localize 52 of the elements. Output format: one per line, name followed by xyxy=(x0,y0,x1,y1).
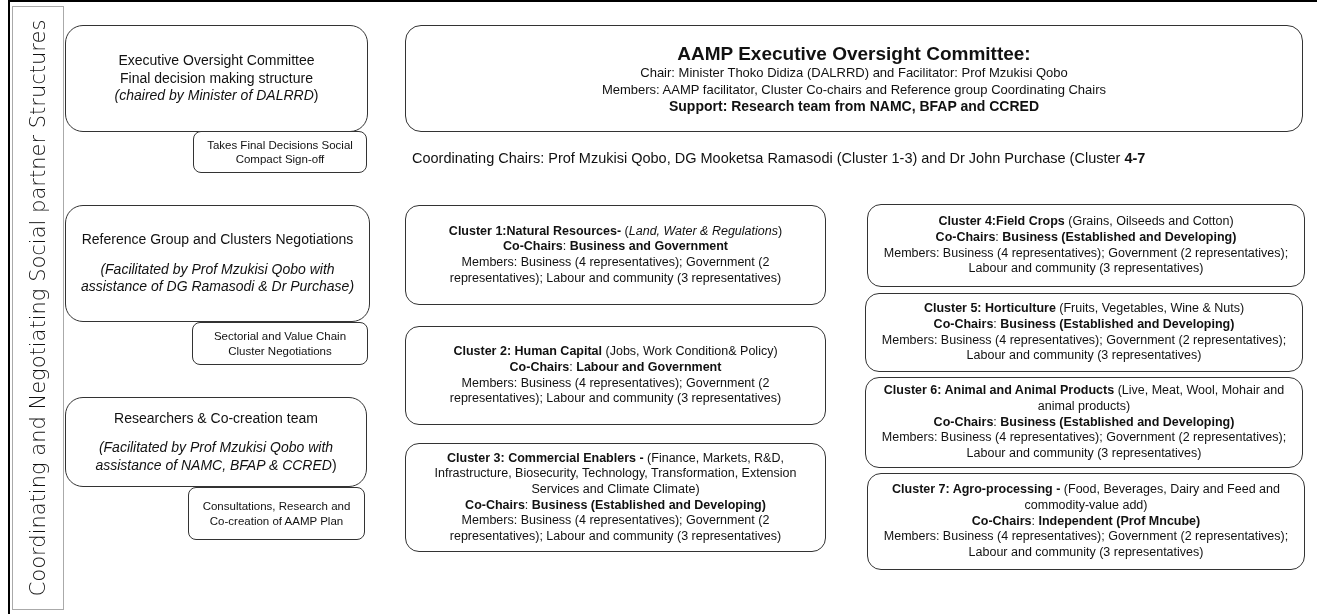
members-text: Members: Business (4 representatives); Government (2 representatives); Labour and community (3 representatives) xyxy=(882,245,1290,277)
cluster-heading: Cluster 3: Commercial Enablers - (Finance, Markets, R&D, Infrastructure, Biosecurity, Technology, Transformation, Extension Services and Climate Climate) xyxy=(433,450,798,498)
box-text: Final decision making structure xyxy=(120,69,313,88)
cluster-heading: Cluster 5: Horticulture (Fruits, Vegetables, Wine & Nuts) xyxy=(923,301,1245,317)
box-text: Members: AAMP facilitator, Cluster Co-chairs and Reference group Coordinating Chairs xyxy=(601,81,1107,98)
box-text: Executive Oversight Committee xyxy=(118,52,315,70)
band-title: Coordinating and Negotiating Social partner Structures xyxy=(26,19,50,597)
committee-title: AAMP Executive Oversight Committee: xyxy=(677,41,1031,66)
co-chairs-text: Co-Chairs: Business (Established and Developing) xyxy=(465,497,766,514)
co-chairs-text: Co-Chairs: Business and Government xyxy=(502,239,729,255)
committee-box xyxy=(405,25,1303,132)
members-text: Members: Business (4 representatives); Government (2 representatives); Labour and community (3 representatives) xyxy=(880,430,1288,462)
cluster-box xyxy=(867,204,1305,287)
cluster-box xyxy=(865,377,1303,468)
vertical-band xyxy=(12,6,64,610)
structure-box xyxy=(65,397,367,487)
box-text: Takes Final Decisions Social Compact Sign-off xyxy=(206,137,354,167)
co-chairs-text: Co-Chairs: Business (Established and Developing) xyxy=(935,229,1237,246)
cluster-heading: Cluster 4:Field Crops (Grains, Oilseeds and Cotton) xyxy=(938,214,1234,230)
box-text: (Facilitated by Prof Mzukisi Qobo with assistance of NAMC, BFAP & CCRED) xyxy=(94,439,338,475)
tag-box xyxy=(193,131,367,173)
note-text: Coordinating Chairs: Prof Mzukisi Qobo, DG Mooketsa Ramasodi (Cluster 1-3) and Dr John Purchase (Cluster 4-7 xyxy=(412,150,1146,166)
cluster-box xyxy=(405,326,826,425)
members-text: Members: Business (4 representatives); Government (2 representatives); Labour and community (3 representatives) xyxy=(882,529,1290,561)
structure-box xyxy=(65,25,368,132)
box-text: Chair: Minister Thoko Didiza (DALRRD) and Facilitator: Prof Mzukisi Qobo xyxy=(640,65,1068,82)
cluster-heading: Cluster 2: Human Capital (Jobs, Work Condition& Policy) xyxy=(453,344,778,360)
box-text: (Facilitated by Prof Mzukisi Qobo with assistance of DG Ramasodi & Dr Purchase) xyxy=(79,260,356,296)
co-chairs-text: Co-Chairs: Business (Established and Developing) xyxy=(933,316,1235,333)
co-chairs-text: Co-Chairs: Business (Established and Developing) xyxy=(933,414,1235,431)
co-chairs-text: Co-Chairs: Labour and Government xyxy=(509,359,722,376)
box-text: (chaired by Minister of DALRRD) xyxy=(114,87,319,105)
cluster-box xyxy=(867,473,1305,570)
cluster-box xyxy=(405,205,826,305)
members-text: Members: Business (4 representatives); Government (2 representatives); Labour and community (3 representatives) xyxy=(448,513,783,545)
cluster-box xyxy=(865,293,1303,372)
tag-box xyxy=(188,487,365,540)
cluster-box xyxy=(405,443,826,552)
box-text: Support: Research team from NAMC, BFAP and CCRED xyxy=(669,97,1039,116)
members-text: Members: Business (4 representatives); Government (2 representatives); Labour and community (3 representatives) xyxy=(448,255,783,287)
members-text: Members: Business (4 representatives); Government (2 representatives); Labour and community (3 representatives) xyxy=(880,332,1288,364)
box-text: Researchers & Co-creation team xyxy=(114,409,318,428)
cluster-heading: Cluster 6: Animal and Animal Products (Live, Meat, Wool, Mohair and animal products) xyxy=(882,383,1286,415)
tag-box xyxy=(192,322,368,365)
cluster-heading: Cluster 7: Agro-processing - (Food, Beverages, Dairy and Feed and commodity-value add) xyxy=(891,482,1281,514)
co-chairs-text: Co-Chairs: Independent (Prof Mncube) xyxy=(971,513,1201,530)
cluster-heading: Cluster 1:Natural Resources- (Land, Water & Regulations) xyxy=(448,223,783,240)
members-text: Members: Business (4 representatives); Government (2 representatives); Labour and community (3 representatives) xyxy=(448,375,783,407)
structure-box xyxy=(65,205,370,322)
box-text: Reference Group and Clusters Negotiations xyxy=(81,231,354,249)
box-text: Consultations, Research and Co-creation of AAMP Plan xyxy=(201,499,352,528)
box-text: Sectorial and Value Chain Cluster Negotiations xyxy=(212,329,348,358)
